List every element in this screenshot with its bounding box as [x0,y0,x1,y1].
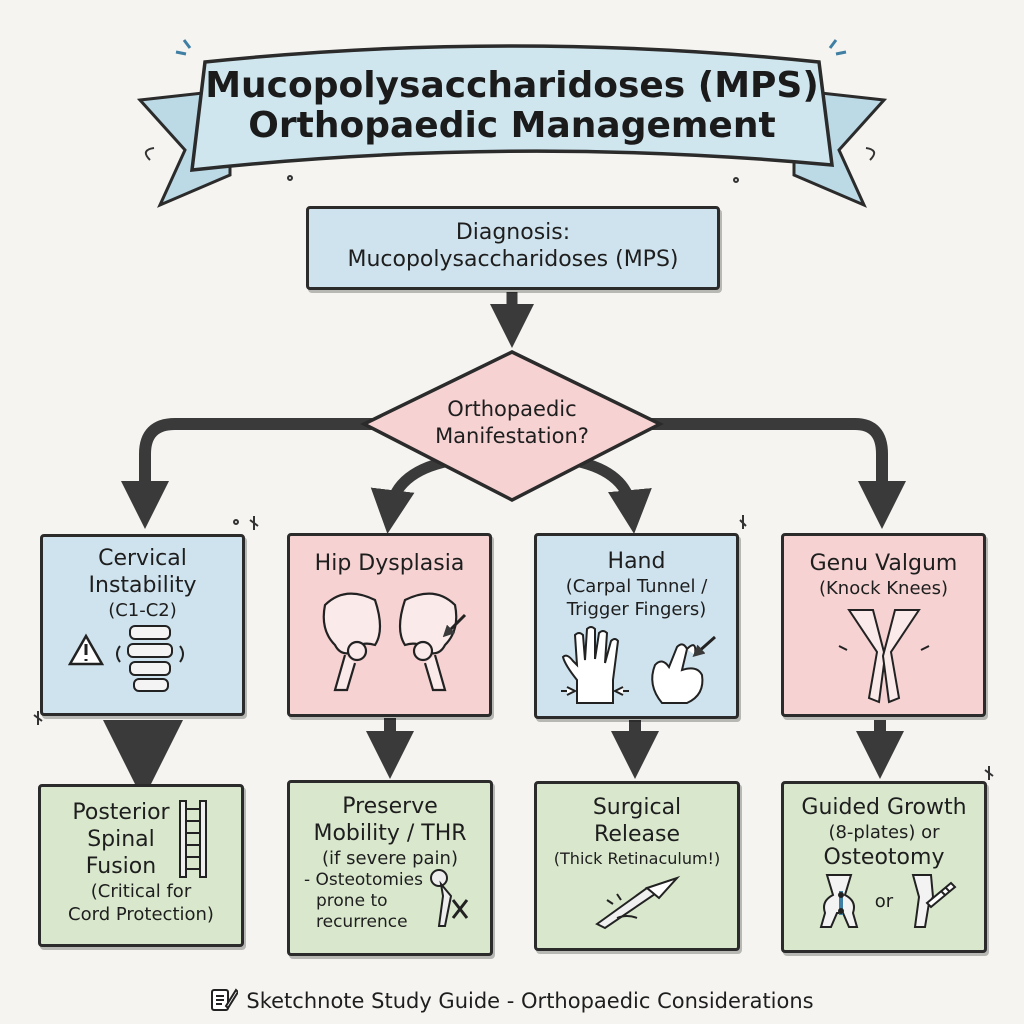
release-title-2: Release [594,822,680,847]
fusion-title-3: Fusion [85,854,157,879]
diagnosis-box: Diagnosis: Mucopolysaccharidoses (MPS) [306,206,720,290]
guided-growth-subtitle: (8-plates) or [828,822,940,843]
diagnosis-label: Diagnosis: [455,220,571,245]
doodle-sparkles [33,175,994,780]
footer-text: Sketchnote Study Guide - Orthopaedic Con… [246,989,814,1013]
treatment-genu-box: Guided Growth (8-plates) or Osteotomy or [781,781,987,953]
warning-icon [67,633,104,666]
arrow-to-cervical [121,418,400,529]
genu-title: Genu Valgum [809,551,958,576]
genu-subtitle: (Knock Knees) [818,578,949,599]
or-label: or [874,890,894,912]
decision-question: Orthopaedic Manifestation? [400,396,624,450]
manifestation-genu-box: Genu Valgum (Knock Knees) [781,533,986,717]
hand-subtitle-2: Trigger Fingers) [566,599,707,620]
scalpel-icon [595,875,681,930]
fusion-note-2: Cord Protection) [68,904,214,925]
decision-line1: Orthopaedic [447,397,577,421]
cervical-level: (C1-C2) [108,600,177,621]
treatment-hip-box: Preserve Mobility / THR (if severe pain)… [287,780,493,956]
arrow-to-genu [624,418,906,529]
banner-title-line2: Orthopaedic Management [248,105,776,146]
hand-illustration [560,626,716,704]
hand-title: Hand [607,549,666,574]
treatment-hand-box: Surgical Release (Thick Retinaculum!) [534,781,740,951]
spine-icon [115,625,184,692]
release-note: (Thick Retinaculum!) [553,849,721,868]
manifestation-hand-box: Hand (Carpal Tunnel / Trigger Fingers) [534,533,739,719]
treatment-cervical-box: Posterior Spinal Fusion (Critical for Co… [38,784,244,947]
title-banner [136,39,888,208]
hand-icon [560,626,629,704]
fusion-note-1: (Critical for [90,881,192,902]
notebook-pencil-icon [210,986,240,1018]
hip-treatment-condition: (if severe pain) [322,848,458,869]
decision-line2: Manifestation? [435,424,589,448]
cervical-title-1: Cervical [98,546,187,571]
fusion-title-2: Spinal [87,827,155,852]
diagnosis-value: Mucopolysaccharidoses (MPS) [347,247,679,272]
arrow-to-hip [370,454,456,534]
knee-osteotomy-icon [911,874,957,928]
hip-note-3: recurrence [316,912,408,932]
trigger-finger-icon [650,635,716,704]
hip-title: Hip Dysplasia [314,551,465,576]
cervical-illustration [67,625,184,692]
hip-implant-icon [429,869,469,927]
knock-knees-icon [838,609,929,704]
footer-caption: Sketchnote Study Guide - Orthopaedic Con… [0,986,1024,1018]
cervical-title-2: Instability [88,573,197,598]
hip-note-1: - Osteotomies [304,870,423,890]
pelvis-icon [322,592,466,692]
hand-subtitle-1: (Carpal Tunnel / [565,576,708,597]
guided-growth-title: Guided Growth [801,795,967,820]
knee-plate-icon [819,874,859,928]
decision-diamond [360,350,664,502]
hip-note-2: prone to [316,891,388,911]
banner-title-line1: Mucopolysaccharidoses (MPS) [205,65,819,106]
manifestation-hip-box: Hip Dysplasia [287,533,492,717]
manifestation-cervical-box: Cervical Instability (C1-C2) [40,534,245,716]
spinal-rod-icon [178,800,207,878]
release-title-1: Surgical [592,795,682,820]
osteotomy-title: Osteotomy [823,845,945,870]
fusion-title-1: Posterior [72,800,170,825]
arrow-to-hand [568,454,652,534]
hip-treatment-title-2: Mobility / THR [313,821,467,846]
hip-treatment-title-1: Preserve [342,794,438,819]
